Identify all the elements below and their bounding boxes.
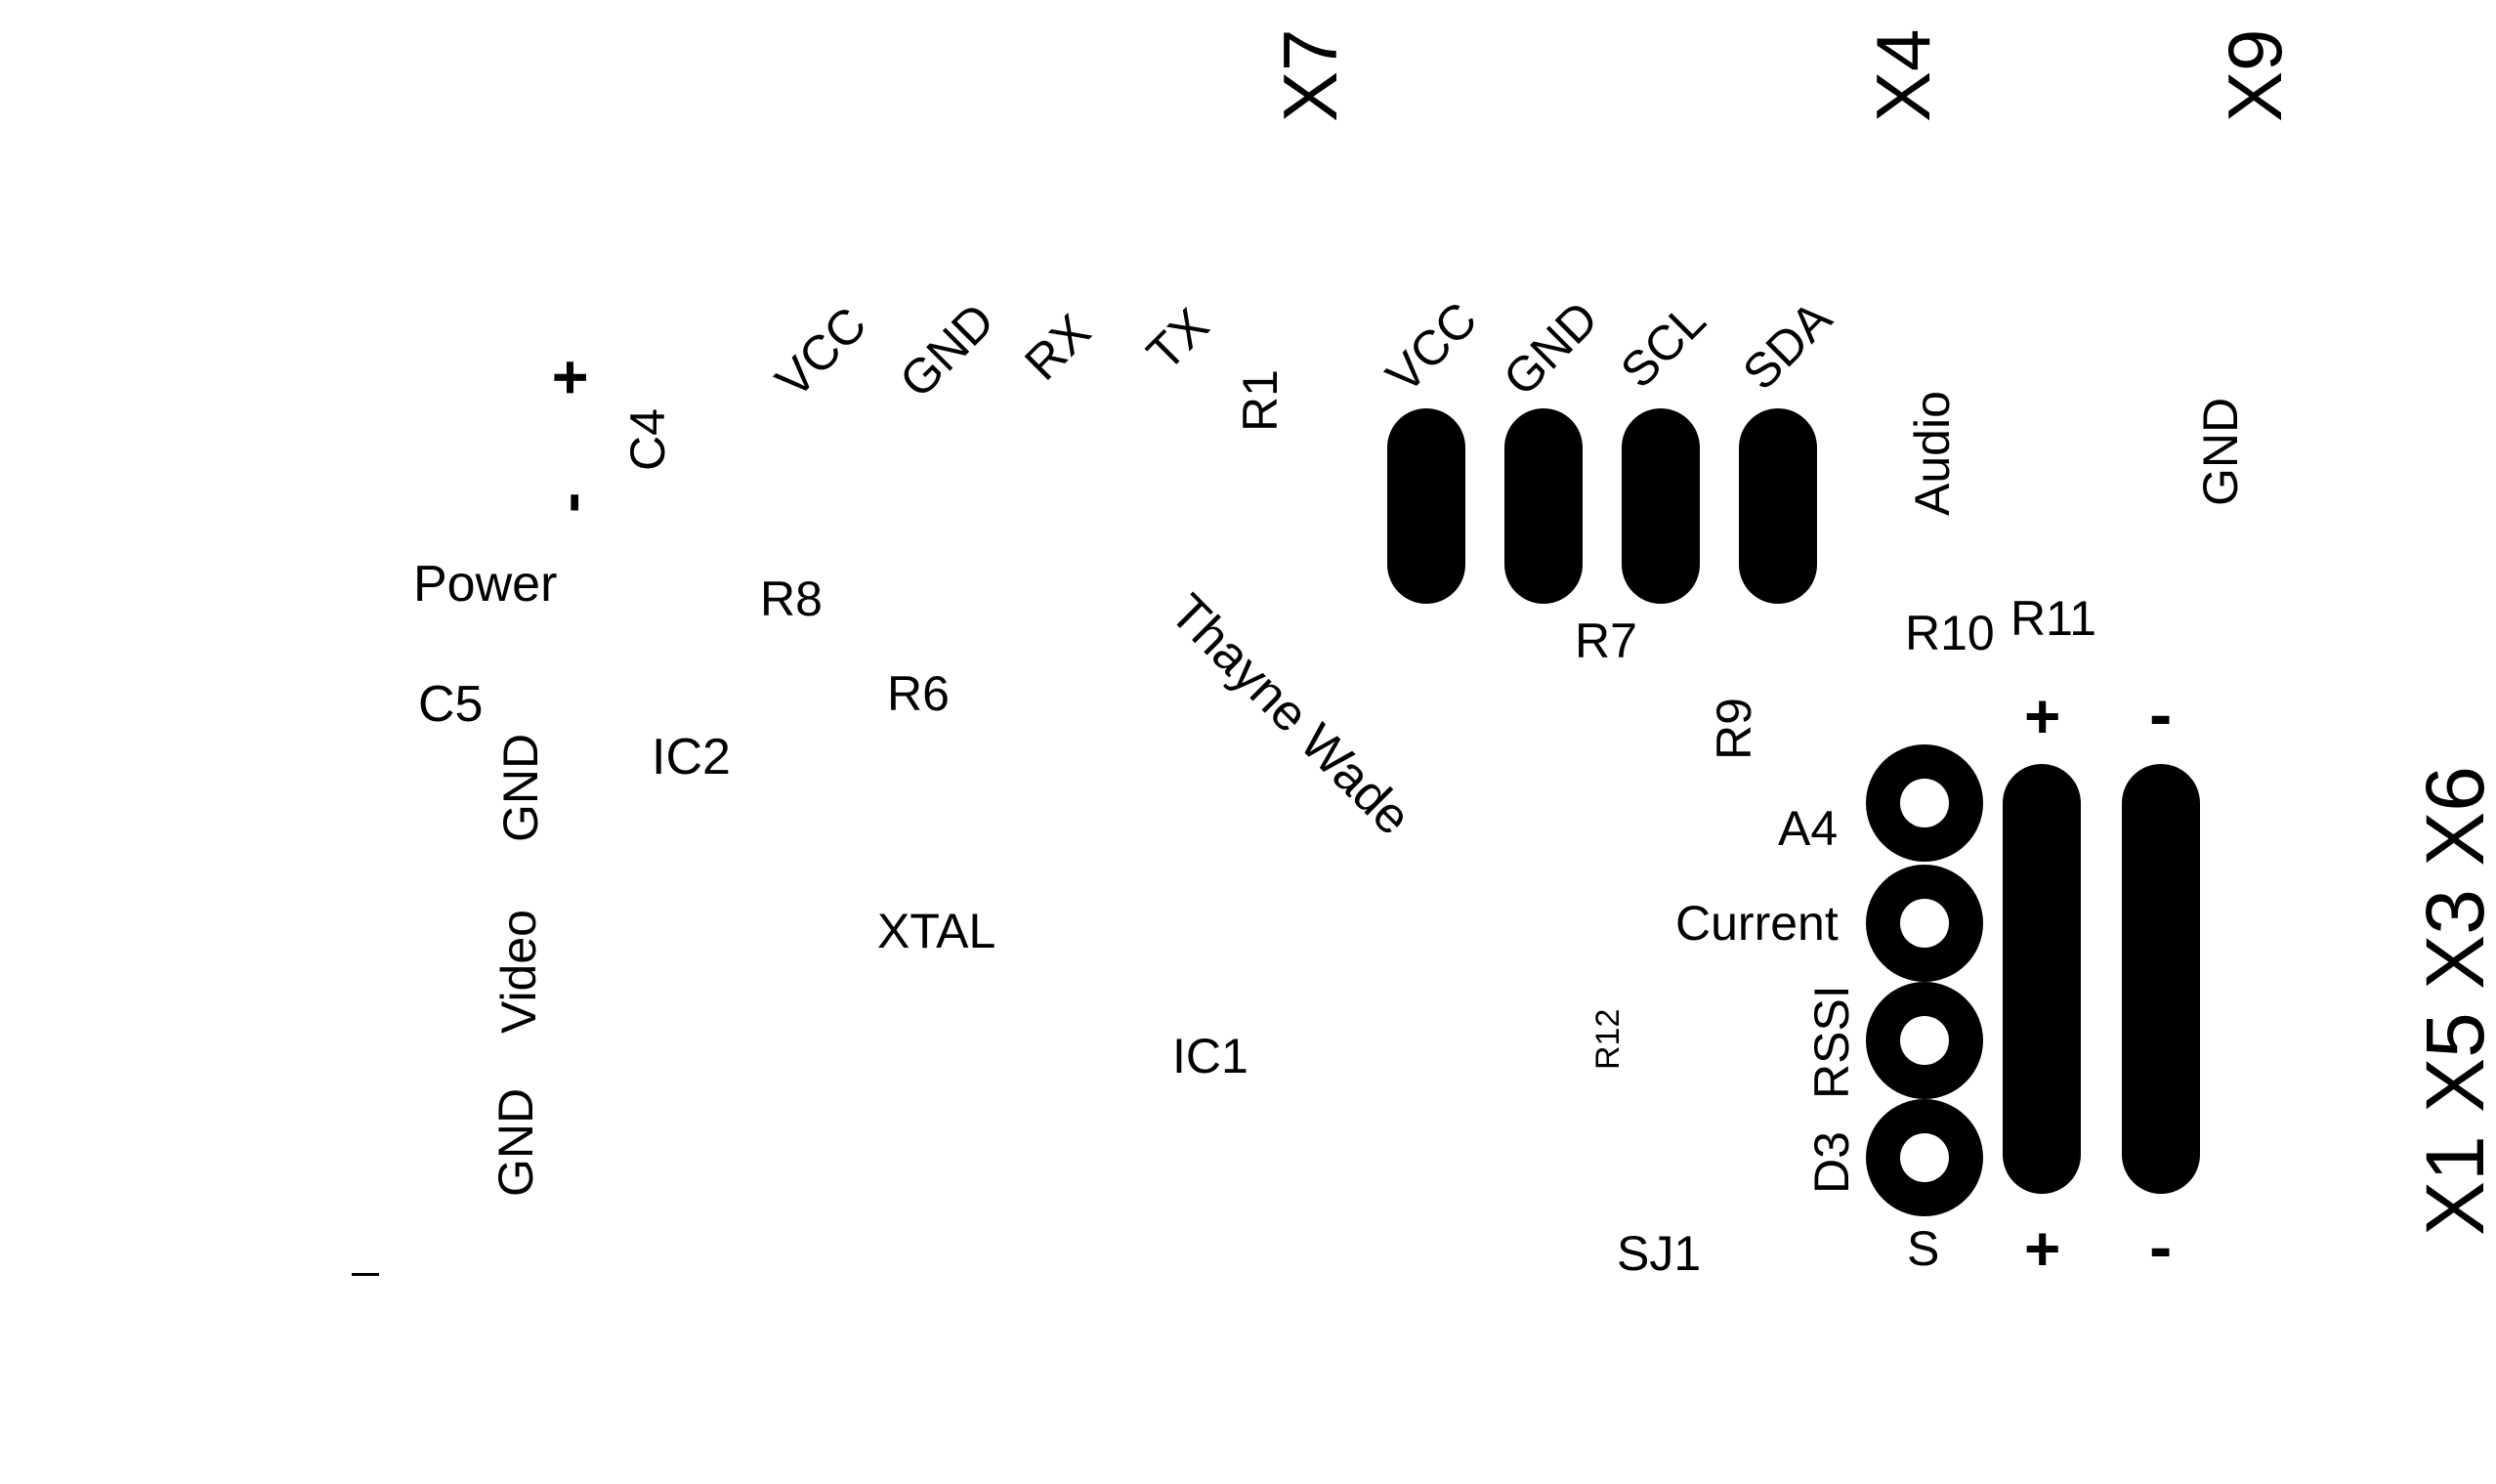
signal-minus-top: - <box>2149 676 2172 752</box>
signal-rssi-label: RSSI <box>1804 985 1859 1099</box>
sj1-label: SJ1 <box>1617 1226 1701 1281</box>
signal-s-label: S <box>1907 1221 1939 1276</box>
connector-x4-label: X4 <box>1860 29 1946 122</box>
serial-vcc-label: VCC <box>765 297 876 408</box>
minus-rail-pad <box>2122 764 2200 1194</box>
i2c-pad-gnd <box>1504 408 1583 604</box>
audio-label: Audio <box>1905 391 1960 516</box>
i2c-pad-sda <box>1739 408 1817 604</box>
ic2-label: IC2 <box>652 729 731 785</box>
plus-rail-pad <box>2003 764 2081 1194</box>
power-minus-label: - <box>534 492 605 513</box>
signal-d3-label: D3 <box>1804 1131 1859 1194</box>
left-video-label: Video <box>491 910 546 1034</box>
r11-label: R11 <box>2010 591 2096 646</box>
serial-rx-label: RX <box>1014 304 1101 391</box>
connector-x9-label: X9 <box>2212 29 2298 122</box>
connector-bottom-row-label: X1 X5 X3 X6 <box>2409 766 2496 1236</box>
pad-a4-hole <box>1900 779 1949 827</box>
left-gnd-bottom-label: GND <box>488 1088 543 1197</box>
r1-label: R1 <box>1233 369 1288 432</box>
serial-gnd-label: GND <box>889 293 1004 408</box>
r12-label: R12 <box>1589 1009 1627 1070</box>
c5-label: C5 <box>418 676 483 733</box>
connector-x7-label: X7 <box>1267 29 1353 122</box>
signal-minus-bottom: - <box>2149 1208 2172 1285</box>
i2c-sda-label: SDA <box>1732 290 1842 401</box>
r9-label: R9 <box>1707 698 1761 760</box>
left-gnd-top-label: GND <box>493 734 548 842</box>
small-dash-mark <box>352 1273 379 1276</box>
signature-label: Thayne Wade <box>1160 583 1422 846</box>
serial-tx-label: TX <box>1136 298 1219 381</box>
i2c-vcc-label: VCC <box>1375 292 1487 403</box>
signal-current-label: Current <box>1675 896 1839 951</box>
signal-round-pads <box>1866 744 1983 1216</box>
signal-a4-label: A4 <box>1778 801 1838 856</box>
xtal-label: XTAL <box>877 904 995 958</box>
r6-label: R6 <box>887 666 950 721</box>
power-label: Power <box>413 556 557 613</box>
pad-d3-hole <box>1900 1133 1949 1182</box>
pad-current-hole <box>1900 899 1949 948</box>
r7-label: R7 <box>1575 614 1637 668</box>
pad-rssi-hole <box>1900 1016 1949 1065</box>
power-plus-label: + <box>534 360 605 396</box>
i2c-gnd-label: GND <box>1493 291 1608 406</box>
ic1-label: IC1 <box>1172 1029 1248 1083</box>
i2c-scl-label: SCL <box>1610 292 1715 398</box>
r10-label: R10 <box>1905 606 1995 660</box>
right-gnd-label: GND <box>2193 398 2248 506</box>
i2c-pad-vcc <box>1387 408 1465 604</box>
r8-label: R8 <box>760 572 823 626</box>
signal-plus-top: + <box>2024 681 2060 751</box>
c4-label: C4 <box>620 408 675 471</box>
signal-plus-bottom: + <box>2024 1213 2060 1284</box>
i2c-pad-scl <box>1622 408 1700 604</box>
